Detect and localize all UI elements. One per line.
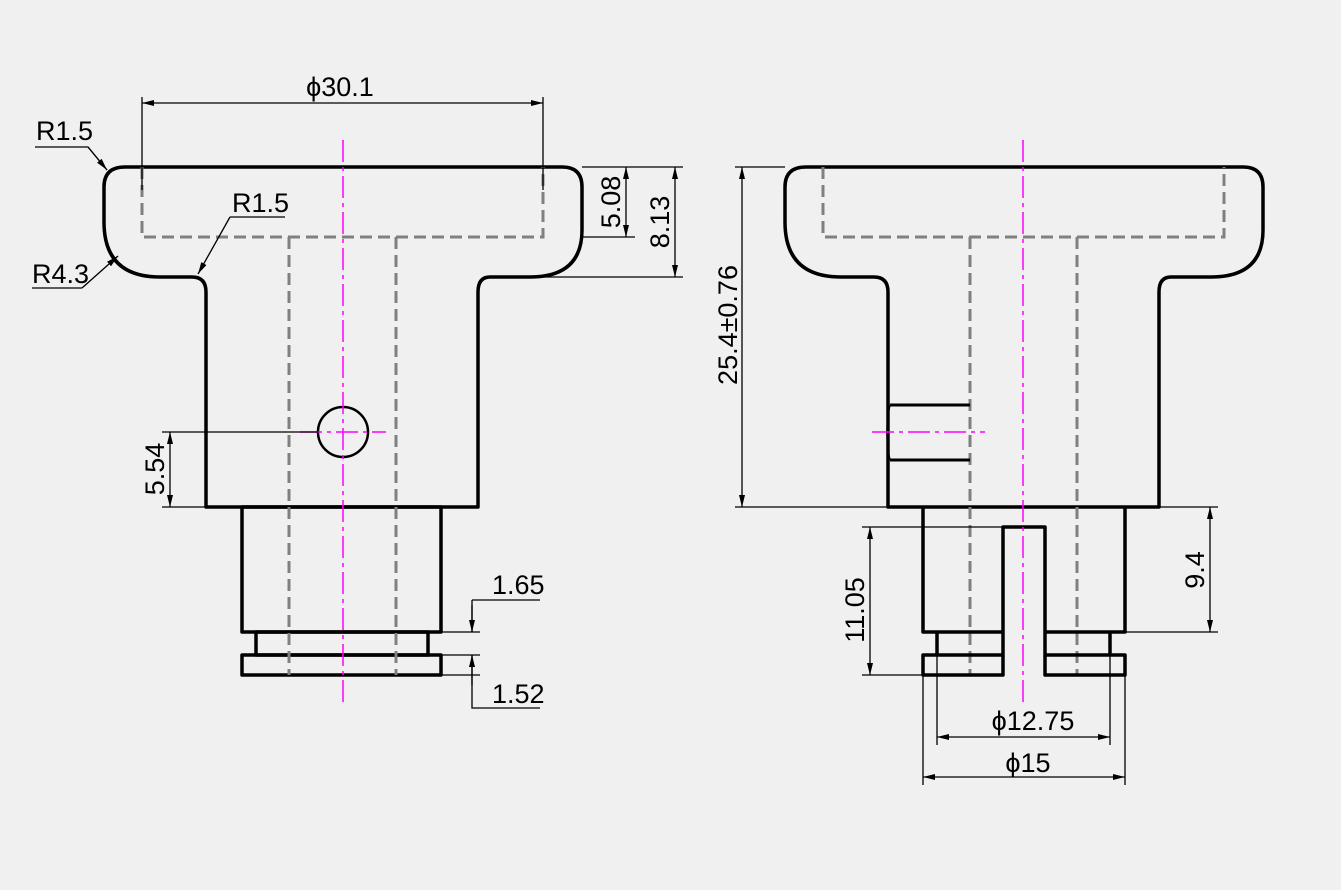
front-hidden-lines — [140, 167, 545, 675]
side-hidden-lines — [821, 167, 1226, 675]
dim-radius-bottom-corner: R4.3 — [32, 259, 89, 289]
dim-cap-height: 8.13 — [645, 196, 675, 249]
front-groove — [254, 630, 430, 657]
dim-slot-depth: 11.05 — [840, 577, 870, 643]
dim-radius-top-corner: R1.5 — [36, 116, 93, 146]
dim-dia-top: ϕ30.1 — [306, 72, 374, 102]
side-stem-slot — [921, 507, 1127, 677]
side-view: 25.4±0.76 11.05 9.4 ϕ12.75 ϕ15 — [713, 140, 1265, 785]
side-hole-section — [890, 403, 970, 462]
dim-flange-thickness: 1.52 — [492, 679, 545, 709]
front-flange — [240, 653, 443, 677]
side-outline — [783, 165, 1265, 509]
dim-dia-stem: ϕ15 — [1005, 748, 1050, 778]
front-stem — [240, 505, 443, 634]
dim-cap-recess: 5.08 — [596, 176, 626, 229]
dim-overall-height: 25.4±0.76 — [713, 265, 743, 385]
dim-groove-width: 1.65 — [492, 570, 545, 600]
dim-stem-height: 9.4 — [1180, 551, 1210, 589]
dim-radius-fillet: R1.5 — [232, 188, 289, 218]
dim-dia-groove: ϕ12.75 — [992, 706, 1075, 736]
front-centerline — [300, 140, 386, 702]
dim-hole-height: 5.54 — [140, 443, 170, 496]
front-view: ϕ30.1 R1.5 R1.5 R4.3 5.08 8.13 5.54 1.65… — [32, 72, 683, 709]
side-centerline — [872, 140, 1024, 702]
